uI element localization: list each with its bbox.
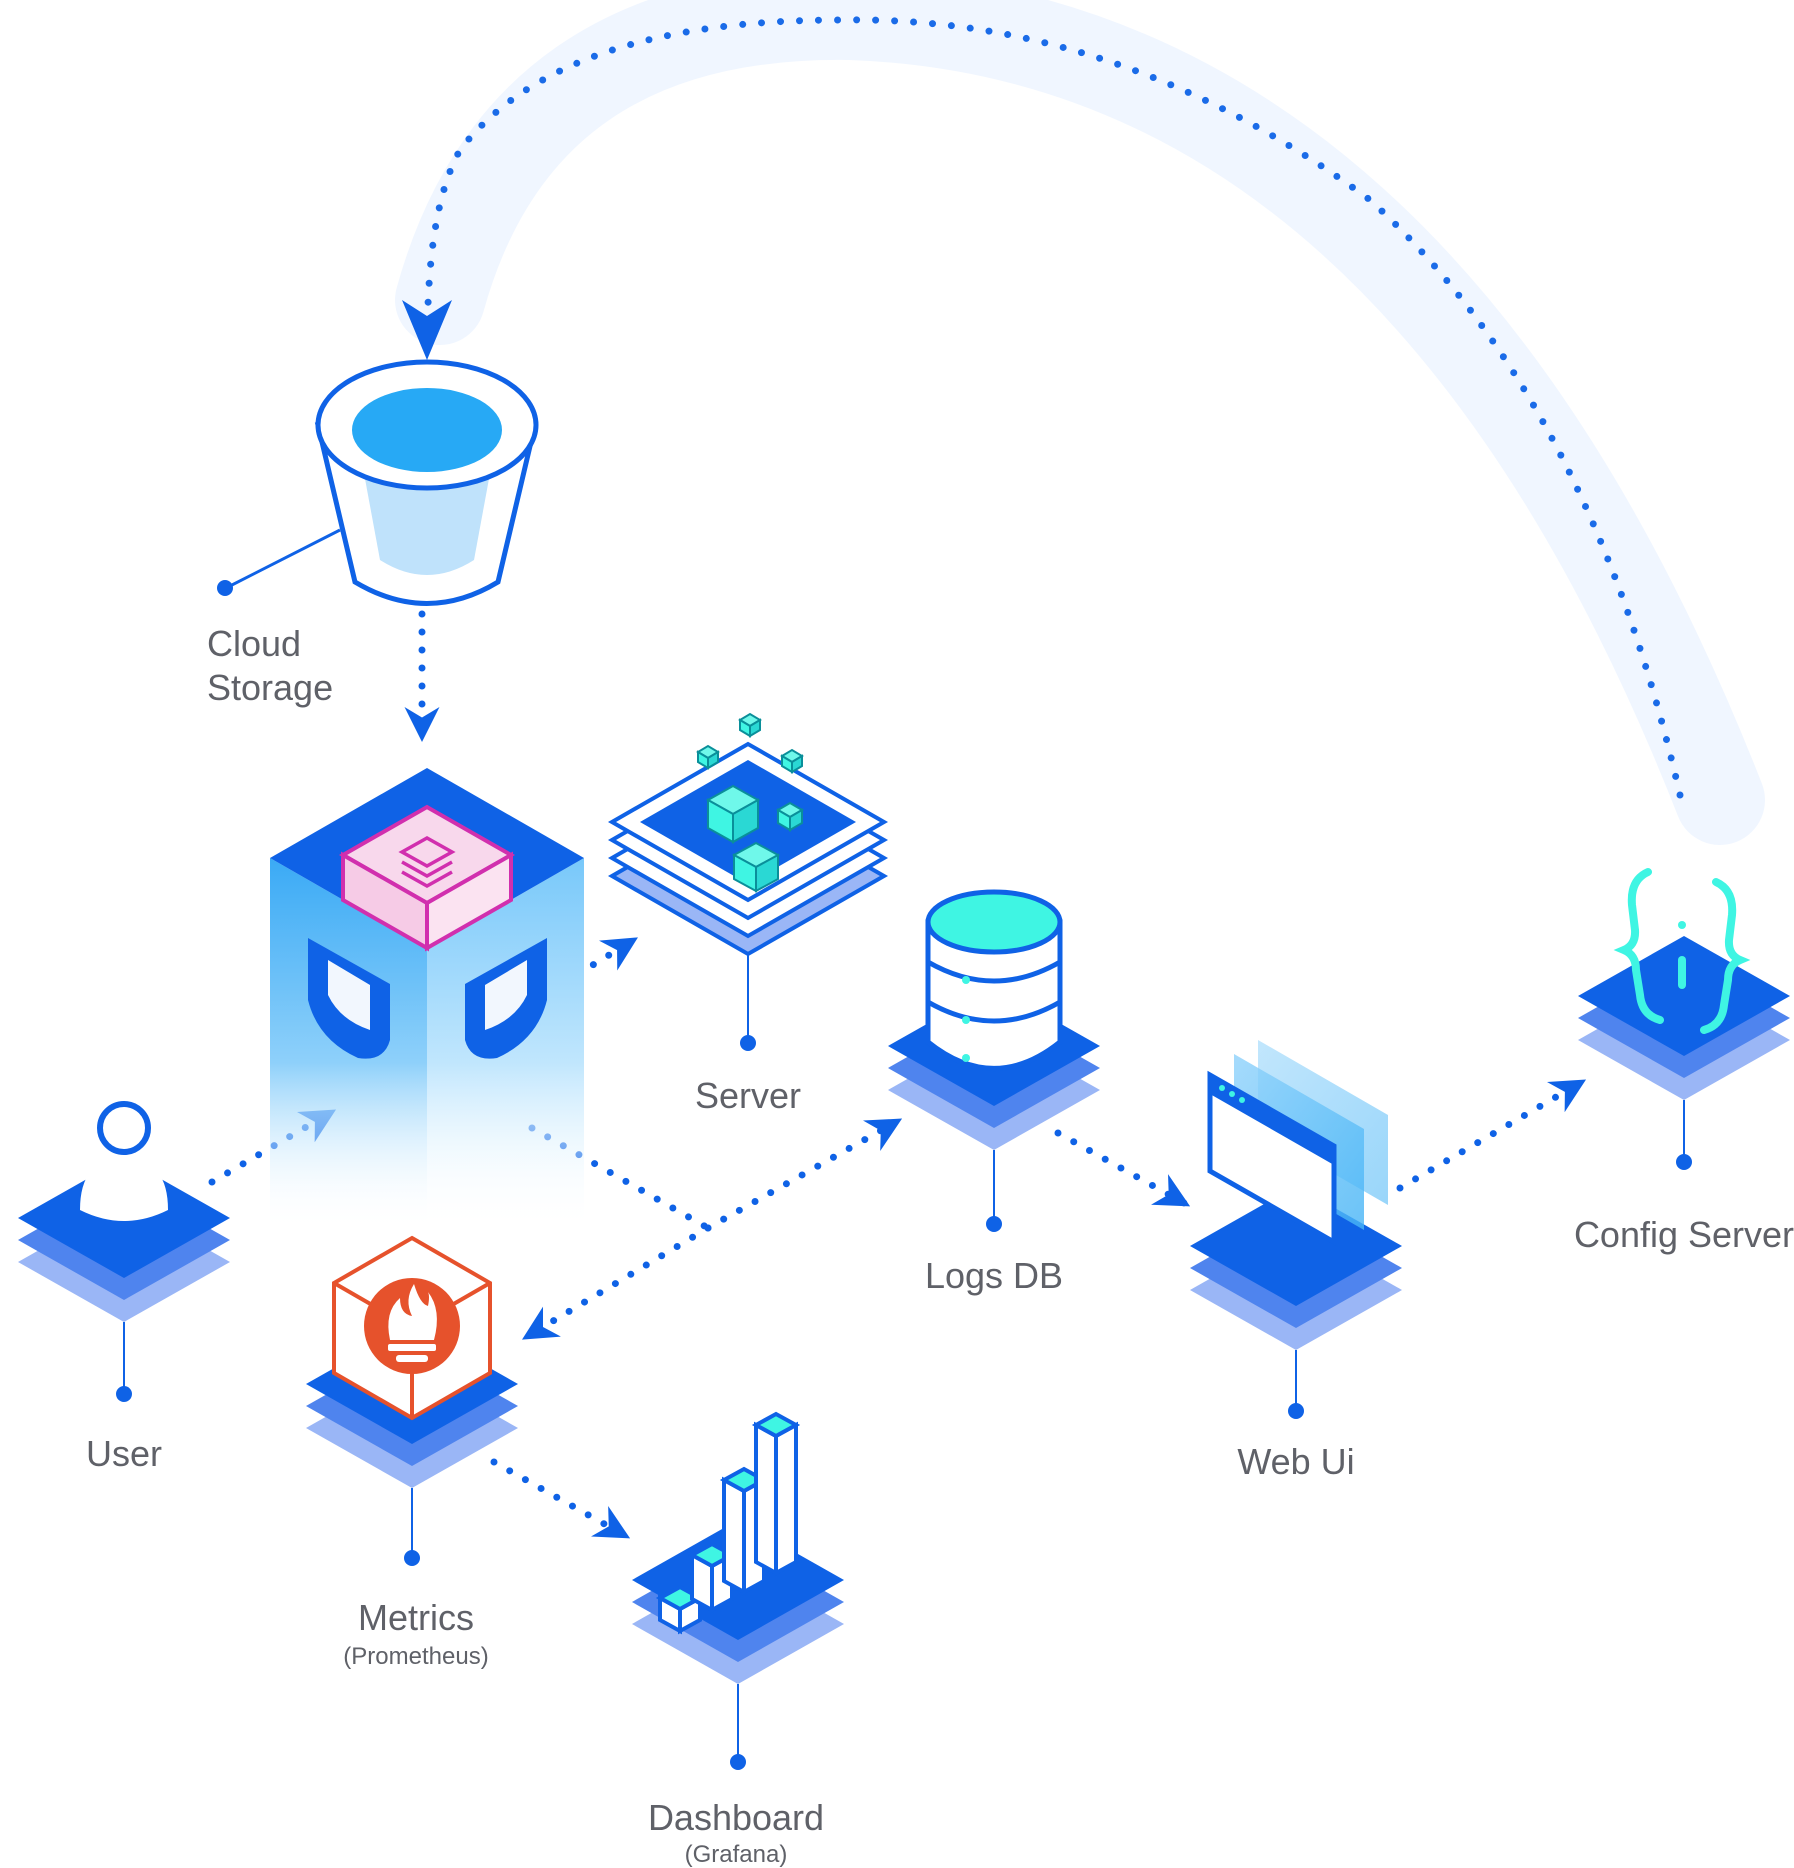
cloud-storage-label-line2: Storage: [207, 667, 333, 708]
node-cloud-storage: Cloud Storage: [207, 359, 539, 708]
logsdb-anchor-dot: [986, 1216, 1002, 1232]
dashboard-anchor-dot: [730, 1754, 746, 1770]
webui-anchor-dot: [1288, 1403, 1304, 1419]
user-anchor-dot: [116, 1386, 132, 1402]
cloud-storage-label-line1: Cloud: [207, 623, 301, 664]
curly-braces-icon: [1613, 868, 1751, 1034]
server-anchor-dot: [740, 1035, 756, 1051]
shield-rhino-icon: [308, 938, 547, 1059]
edge-webui-to-config: [1396, 1079, 1587, 1192]
edge-logsdb-to-webui: [1054, 1129, 1191, 1207]
node-web-ui: Web Ui: [1190, 1040, 1402, 1482]
metrics-label: Metrics: [358, 1597, 474, 1638]
edge-core-to-server: [574, 937, 638, 978]
node-user: User: [18, 1101, 230, 1474]
edge-config-to-storage: [424, 16, 1684, 799]
edge-junction-to-metrics: [521, 1224, 712, 1340]
node-dashboard: Dashboard (Grafana): [632, 1411, 844, 1868]
dashboard-label: Dashboard: [648, 1797, 824, 1838]
user-icon: [80, 1101, 168, 1221]
prometheus-torch-icon: [332, 1235, 492, 1421]
node-config-server: Config Server: [1574, 868, 1794, 1255]
bucket-icon: [314, 359, 539, 606]
edge-junction-to-logsdb: [704, 1118, 903, 1232]
database-icon: [925, 889, 1063, 1071]
logs-db-label: Logs DB: [925, 1255, 1063, 1296]
cubes-stack-icon: [607, 712, 889, 957]
layers-logo-icon: [398, 835, 456, 889]
node-logs-db: Logs DB: [888, 889, 1100, 1296]
node-metrics: Metrics (Prometheus): [306, 1235, 518, 1670]
node-server: Server: [607, 712, 889, 1116]
server-label: Server: [695, 1075, 801, 1116]
arrow-into-storage: [402, 300, 452, 360]
metrics-anchor-dot: [404, 1550, 420, 1566]
config-anchor-dot: [1676, 1154, 1692, 1170]
bar-chart-icon: [655, 1411, 801, 1635]
web-ui-label: Web Ui: [1237, 1441, 1354, 1482]
storage-anchor-dot: [217, 580, 233, 596]
browser-window-icon: [1207, 1040, 1388, 1247]
node-core: [270, 768, 584, 1230]
arc-glow: [395, 0, 1765, 845]
dashboard-sublabel: (Grafana): [685, 1841, 788, 1868]
metrics-sublabel: (Prometheus): [343, 1643, 488, 1670]
edge-metrics-to-dashboard: [490, 1458, 631, 1539]
user-label: User: [86, 1433, 162, 1474]
config-server-label: Config Server: [1574, 1214, 1794, 1255]
